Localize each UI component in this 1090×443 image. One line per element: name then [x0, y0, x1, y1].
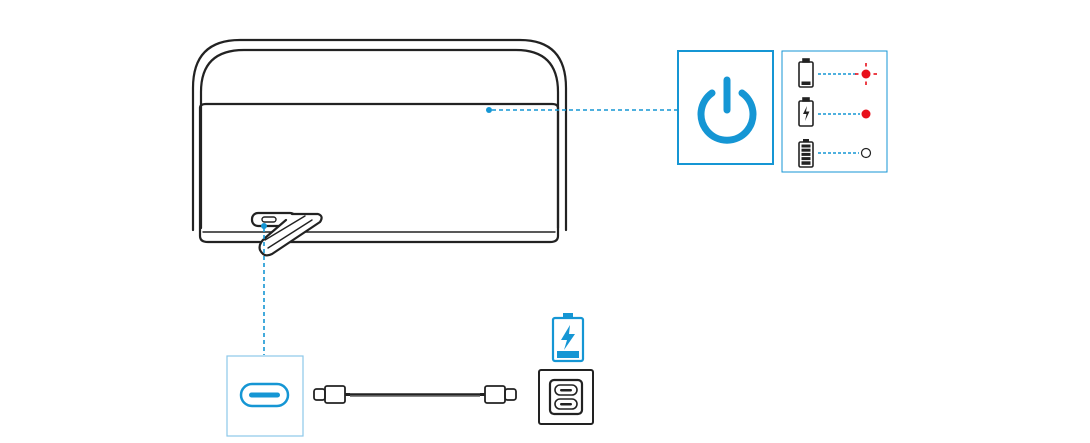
speaker-body — [198, 102, 560, 244]
battery-row-charging — [798, 97, 871, 127]
battery-charging-small-icon — [798, 97, 814, 127]
red-flashing-light-icon — [855, 63, 877, 85]
carry-handle-inner — [199, 48, 560, 230]
battery-low-icon — [798, 58, 814, 88]
usb-c-port-callout — [226, 355, 304, 437]
battery-indicator-legend — [781, 50, 888, 173]
power-leader — [486, 107, 678, 113]
battery-charging-icon — [551, 313, 585, 363]
battery-full-icon — [798, 139, 814, 168]
port-cover-flap-edge — [264, 215, 306, 241]
port-leader — [261, 223, 267, 355]
usb-c-port-icon — [239, 382, 290, 408]
speaker — [191, 38, 568, 257]
port-cover-flap-edge — [267, 219, 313, 249]
battery-row-low — [798, 58, 877, 88]
power-button-callout — [677, 50, 774, 165]
usb-c-cable-icon — [313, 385, 517, 404]
port-marker-dot — [261, 223, 267, 229]
power-icon — [697, 76, 757, 144]
red-solid-light-icon — [861, 109, 871, 119]
carry-handle — [191, 38, 568, 232]
battery-row-full — [798, 139, 872, 168]
power-marker-dot — [486, 107, 492, 113]
usb-c-wall-charger-icon — [538, 369, 594, 425]
battery-legend-box — [781, 50, 888, 173]
light-off-icon — [860, 147, 872, 159]
usb-c-port-inner — [261, 216, 277, 223]
